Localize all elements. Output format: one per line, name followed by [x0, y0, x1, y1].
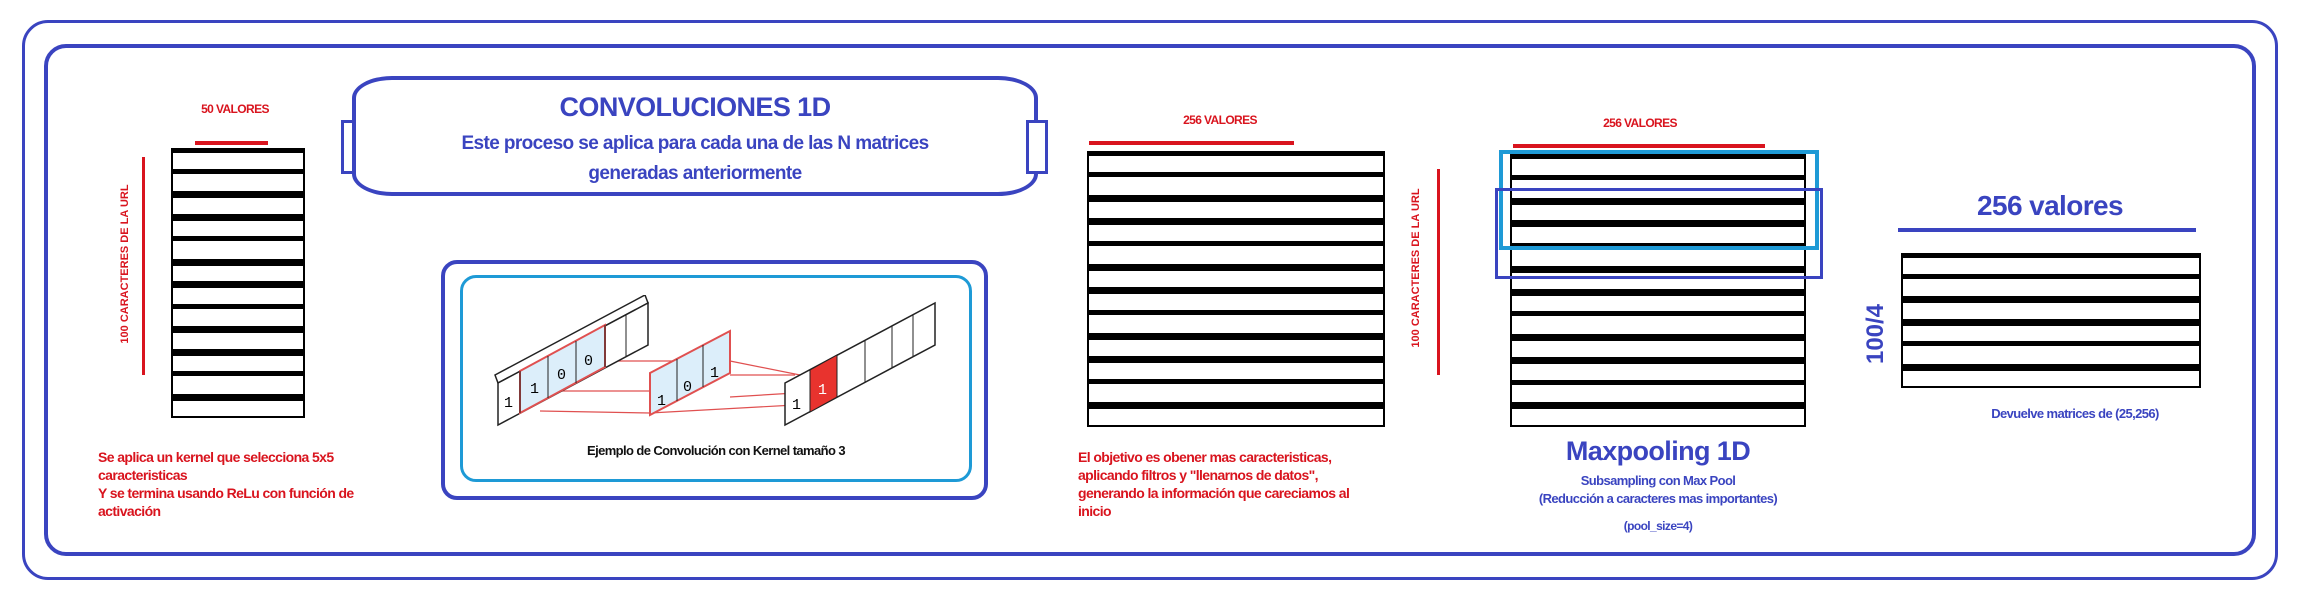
output-width-label: 256 valores — [1977, 190, 2124, 221]
matrix-row — [171, 193, 305, 216]
kernel-value: 0 — [683, 379, 692, 396]
input-matrix — [171, 148, 305, 418]
scroll-right-tab — [1026, 120, 1048, 174]
subtitle-line-1: Este proceso se aplica para cada una de … — [461, 133, 929, 154]
matrix-row — [1510, 381, 1806, 405]
example-frame — [441, 260, 988, 500]
pool-size: (pool_size=4) — [1623, 519, 1693, 533]
matrix-row — [171, 350, 305, 373]
pool-width-line — [1513, 144, 1765, 148]
matrix-row — [171, 305, 305, 328]
description-line: El objetivo es obener mas caracteristica… — [1078, 449, 1332, 465]
matrix-row — [1087, 174, 1385, 197]
matrix-row — [1901, 298, 2201, 321]
example-caption: Ejemplo de Convolución con Kernel tamaño… — [587, 443, 846, 458]
subtitle-line-2: generadas anteriormente — [588, 163, 802, 184]
input-width-label: 50 VALORES — [201, 102, 269, 116]
matrix-row — [171, 215, 305, 238]
conv-description: El objetivo es obener mas caracteristica… — [1078, 448, 1398, 520]
input-value: 0 — [584, 353, 593, 370]
matrix-row — [1087, 266, 1385, 289]
matrix-row — [1087, 335, 1385, 358]
output-width-line — [1898, 228, 2196, 232]
matrix-row — [171, 283, 305, 306]
matrix-row — [1510, 290, 1806, 314]
convolution-illustration: 1 1 0 0 1 0 1 1 1 — [494, 295, 936, 427]
matrix-row — [1510, 154, 1806, 177]
input-height-line — [142, 157, 145, 375]
pool-window-1 — [1499, 150, 1819, 250]
description-line: caracteristicas — [98, 467, 188, 483]
pool-line-1: Subsampling con Max Pool — [1580, 473, 1736, 488]
output-value: 1 — [792, 397, 801, 414]
matrix-row — [1901, 365, 2201, 388]
pool-title: Maxpooling 1D — [1565, 436, 1751, 466]
input-height-label: 100 CARACTERES DE LA URL — [119, 184, 131, 344]
pool-width-label: 256 VALORES — [1603, 116, 1677, 130]
input-width-line — [195, 141, 268, 145]
conv-width-label: 256 VALORES — [1183, 113, 1257, 127]
page-subtitle: Este proceso se aplica para cada una de … — [356, 129, 1034, 189]
inner-frame — [44, 44, 2256, 556]
pool-line-2: (Reducción a caracteres mas importantes) — [1538, 491, 1778, 506]
output-strip: 1 1 — [784, 301, 936, 427]
matrix-row — [1087, 151, 1385, 174]
kernel-value: 1 — [657, 393, 666, 410]
description-line: aplicando filtros y "llenarnos de datos"… — [1078, 467, 1319, 483]
matrix-row — [1901, 275, 2201, 298]
matrix-row — [1901, 320, 2201, 343]
example-inner-frame — [460, 275, 972, 482]
description-line: generando la información que careciamos … — [1078, 485, 1350, 501]
matrix-row — [1510, 358, 1806, 382]
matrix-row — [1510, 313, 1806, 336]
matrix-row — [1510, 267, 1806, 291]
conv-height-label: 100 CARACTERES DE LA URL — [1410, 188, 1422, 348]
page-title: CONVOLUCIONES 1D — [559, 92, 832, 122]
kernel: 1 0 1 — [649, 329, 731, 417]
matrix-row — [171, 238, 305, 261]
matrix-row — [1087, 289, 1385, 312]
matrix-row — [171, 170, 305, 193]
matrix-row — [1087, 220, 1385, 243]
input-value: 0 — [557, 367, 566, 384]
matrix-row — [171, 328, 305, 351]
matrix-row — [1901, 343, 2201, 366]
matrix-row — [171, 148, 305, 171]
description-line: Y se termina usando ReLu con función de — [98, 485, 354, 501]
conv-height-line — [1437, 169, 1440, 375]
matrix-row — [1087, 197, 1385, 220]
matrix-row — [1510, 222, 1806, 245]
matrix-row — [171, 395, 305, 418]
matrix-row — [171, 373, 305, 396]
matrix-row — [171, 260, 305, 283]
output-description: Devuelve matrices de (25,256) — [1991, 406, 2159, 421]
matrix-row — [1510, 199, 1806, 223]
conv-width-line — [1089, 141, 1294, 145]
description-line: Se aplica un kernel que selecciona 5x5 — [98, 449, 334, 465]
input-description: Se aplica un kernel que selecciona 5x5 c… — [98, 448, 398, 520]
pool-window-2 — [1495, 188, 1823, 279]
output-value-highlighted: 1 — [818, 382, 827, 399]
description-line: inicio — [1078, 503, 1112, 519]
outer-frame — [22, 20, 2278, 580]
pool-matrix — [1510, 154, 1806, 427]
input-value: 1 — [530, 381, 539, 398]
matrix-row — [1087, 404, 1385, 427]
matrix-row — [1510, 336, 1806, 359]
title-banner: CONVOLUCIONES 1D Este proceso se aplica … — [352, 76, 1038, 196]
matrix-row — [1087, 358, 1385, 381]
matrix-row — [1510, 404, 1806, 427]
conv-matrix — [1087, 151, 1385, 427]
output-matrix — [1901, 253, 2201, 388]
kernel-value: 1 — [710, 365, 719, 382]
output-height-label: 100/4 — [1862, 303, 1889, 365]
matrix-row — [1087, 243, 1385, 266]
matrix-row — [1087, 312, 1385, 335]
matrix-row — [1901, 253, 2201, 276]
description-line: activación — [98, 503, 161, 519]
input-value: 1 — [504, 395, 513, 412]
pool-description: Subsampling con Max Pool (Reducción a ca… — [1508, 472, 1808, 535]
input-strip: 1 1 0 0 — [494, 295, 649, 427]
matrix-row — [1087, 381, 1385, 404]
